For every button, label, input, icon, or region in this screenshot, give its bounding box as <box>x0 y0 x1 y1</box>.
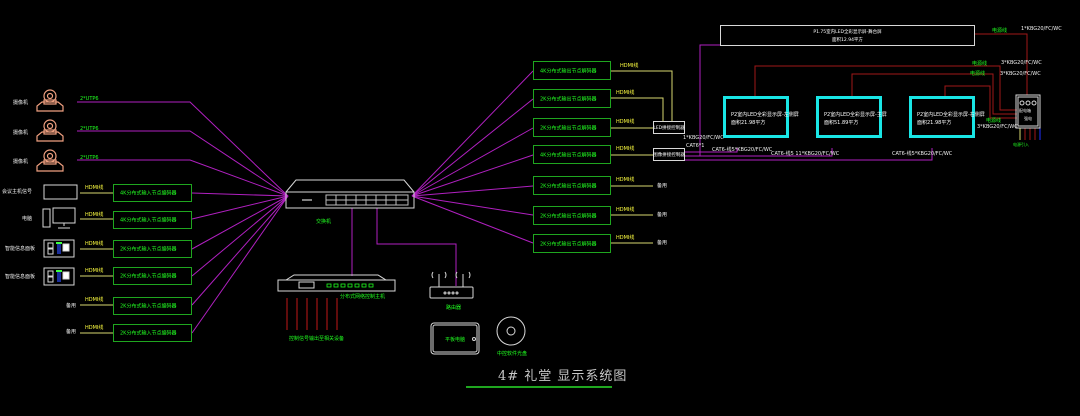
camera-label: 摄像机 <box>13 130 29 136</box>
hdmi-label: HDMI线 <box>85 241 104 247</box>
camera-label: 摄像机 <box>13 100 29 106</box>
controller-rack-icon <box>277 274 396 292</box>
power-tag: 电源线 <box>986 118 1002 124</box>
power-tag: 电源线 <box>992 28 1008 34</box>
hdmi-label: HDMI线 <box>616 90 635 96</box>
camera-icons <box>36 89 64 172</box>
hdmi-label: HDMI线 <box>85 297 104 303</box>
hdmi-label: HDMI线 <box>85 185 104 191</box>
network-wires-left <box>77 101 289 334</box>
hdmi-label: HDMI线 <box>85 268 104 274</box>
router-icon <box>429 271 474 299</box>
source-label: 智能信息面板 <box>5 246 36 252</box>
hdmi-label: HDMI线 <box>616 235 635 241</box>
tablet-icon <box>430 322 480 355</box>
hdmi-label: HDMI线 <box>616 146 635 152</box>
encoder-box[interactable]: 2K分布式输入节点编码器 <box>113 324 192 342</box>
source-label: 智能信息面板 <box>5 274 36 280</box>
disc-label: 中控软件光盘 <box>497 351 528 357</box>
cable-label: 3*KBG20/FC/WC <box>977 124 1018 130</box>
source-label: 备用 <box>66 329 77 335</box>
cable-label: 3*KBG20/FC/WC <box>1000 71 1041 77</box>
power-box-icon <box>1015 94 1041 129</box>
camera-cable-label: 2*UTP6 <box>80 155 99 161</box>
controller-outputs-label: 控制信号输出至相关设备 <box>289 336 345 342</box>
network-wires-right <box>351 44 933 286</box>
info-panel-icon <box>43 239 75 258</box>
tablet-label: 平板电脑 <box>445 337 466 343</box>
power-tag: 电源线 <box>970 71 986 77</box>
hdmi-wires-right <box>611 70 673 244</box>
camera-cable-label: 2*UTP6 <box>80 96 99 102</box>
power-wires <box>754 33 1028 119</box>
decoder-box[interactable]: 4K分布式输出节点解码器 <box>533 61 611 80</box>
camera-label: 摄像机 <box>13 159 29 165</box>
cable-label: CAT6-线5 11*KBG20/FC/WC <box>771 151 840 157</box>
power-box-label: 配电箱 <box>1019 108 1031 113</box>
encoder-box[interactable]: 4K分布式输入节点编码器 <box>113 184 192 202</box>
diagram-title: 4# 礼堂 显示系统图 <box>498 369 628 384</box>
control-output-arrows <box>286 298 338 330</box>
power-box-sub-label: 强电 <box>1024 116 1032 121</box>
power-tag: 电源线 <box>972 61 988 67</box>
cable-label: CAT6*1 <box>686 143 705 149</box>
spare-output-label: 备用 <box>657 240 668 246</box>
hdmi-label: HDMI线 <box>616 177 635 183</box>
spare-output-label: 备用 <box>657 212 668 218</box>
decoder-box[interactable]: 2K分布式输出节点解码器 <box>533 206 611 225</box>
source-label: 会议主机信号 <box>2 189 33 195</box>
cable-label: CAT6-线5*KBG20/FC/WC <box>712 147 773 153</box>
decoder-box[interactable]: 2K分布式输出节点解码器 <box>533 176 611 195</box>
power-feed-label: 电源引入 <box>1013 142 1029 147</box>
led-controller-box[interactable]: LED拼接控制器 <box>653 121 685 134</box>
cable-label: CAT6-线5*KBG20/FC/WC <box>892 151 953 157</box>
hdmi-label: HDMI线 <box>85 325 104 331</box>
decoder-box[interactable]: 2K分布式输出节点解码器 <box>533 89 611 108</box>
hdmi-label: HDMI线 <box>616 207 635 213</box>
encoder-box[interactable]: 2K分布式输入节点编码器 <box>113 267 192 285</box>
decoder-box[interactable]: 2K分布式输出节点解码器 <box>533 118 611 137</box>
source-label: 备用 <box>66 303 77 309</box>
image-controller-box[interactable]: 图像拼接控制器 <box>653 148 685 161</box>
disc-icon <box>496 316 526 346</box>
power-feed-lines <box>1019 128 1041 140</box>
spare-output-label: 备用 <box>657 183 668 189</box>
encoder-box[interactable]: 4K分布式输入节点编码器 <box>113 211 192 229</box>
router-label: 路由器 <box>446 305 462 311</box>
network-switch-icon <box>285 179 415 209</box>
camera-icon <box>36 119 64 142</box>
led-screen-right[interactable]: P2室内LED全彩显示屏-右侧屏 面积21.98平方 <box>909 96 985 138</box>
encoder-box[interactable]: 2K分布式输入节点编码器 <box>113 240 192 258</box>
led-screen-main[interactable]: P2室内LED全彩显示屏-主屏 面积51.89平方 <box>816 96 887 138</box>
controller-label: 分布式网络控制主机 <box>340 294 386 300</box>
title-underline <box>466 386 612 388</box>
led-screen-left[interactable]: P2室内LED全彩显示屏-左侧屏 面积21.98平方 <box>723 96 799 138</box>
decoder-box[interactable]: 4K分布式输出节点解码器 <box>533 145 611 164</box>
source-label: 电脑 <box>22 216 33 222</box>
hdmi-label: HDMI线 <box>620 63 639 69</box>
conference-host-icon <box>43 184 78 200</box>
hdmi-label: HDMI线 <box>85 212 104 218</box>
computer-icon <box>42 207 76 229</box>
camera-icon <box>36 149 64 172</box>
cable-label: 1*KBG20/FC/WC <box>683 135 724 141</box>
hdmi-label: HDMI线 <box>616 119 635 125</box>
cable-label: 3*KBG20/FC/WC <box>1001 60 1042 66</box>
hdmi-wires-left <box>80 192 113 334</box>
stage-led-screen[interactable]: P1.75室内LED全彩显示屏-舞台屏 面积12.94平方 <box>720 25 975 46</box>
decoder-box[interactable]: 2K分布式输出节点解码器 <box>533 234 611 253</box>
camera-cable-label: 2*UTP6 <box>80 126 99 132</box>
info-panel-icon <box>43 267 75 286</box>
cable-label: 1*KBG20/FC/WC <box>1021 26 1062 32</box>
encoder-box[interactable]: 2K分布式输入节点编码器 <box>113 297 192 315</box>
switch-label: 交换机 <box>316 219 332 225</box>
camera-icon <box>36 89 64 112</box>
